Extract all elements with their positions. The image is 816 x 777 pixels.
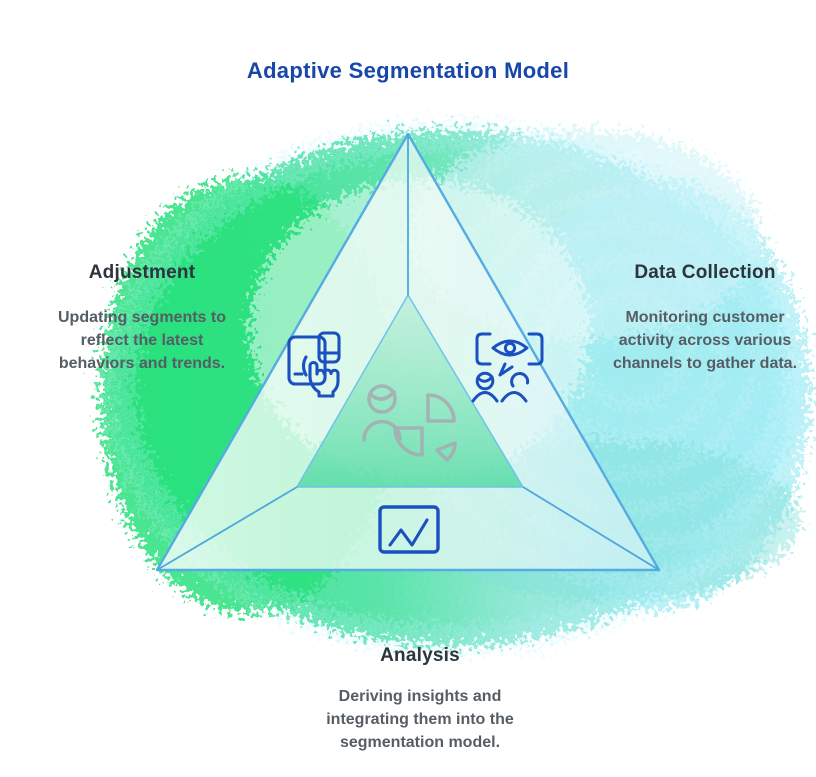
diagram-title: Adaptive Segmentation Model	[246, 58, 570, 83]
triangle-inner-face	[296, 294, 524, 488]
line-chart-icon	[378, 505, 440, 554]
observe-customers-icon	[471, 332, 544, 403]
node-adjustment-description: Updating segments to reflect the latest …	[57, 309, 226, 372]
node-data-collection-description: Monitoring customer activity across vari…	[612, 309, 798, 372]
speckle-edge-ring	[105, 121, 799, 655]
triangle-prism	[155, 132, 661, 572]
node-adjustment-label: Adjustment	[88, 262, 196, 283]
node-analysis: Analysis Deriving insights and integrati…	[308, 644, 532, 754]
node-analysis-label: Analysis	[380, 645, 460, 666]
node-analysis-description: Deriving insights and integrating them i…	[326, 688, 514, 751]
node-adjustment: Adjustment Updating segments to reflect …	[42, 261, 242, 375]
node-data-collection-label: Data Collection	[634, 262, 776, 283]
node-data-collection: Data Collection Monitoring customer acti…	[598, 261, 812, 375]
triangle-bevel-edges	[156, 134, 660, 571]
customer-segmentation-icon	[362, 384, 457, 462]
devices-tap-icon	[287, 331, 341, 398]
